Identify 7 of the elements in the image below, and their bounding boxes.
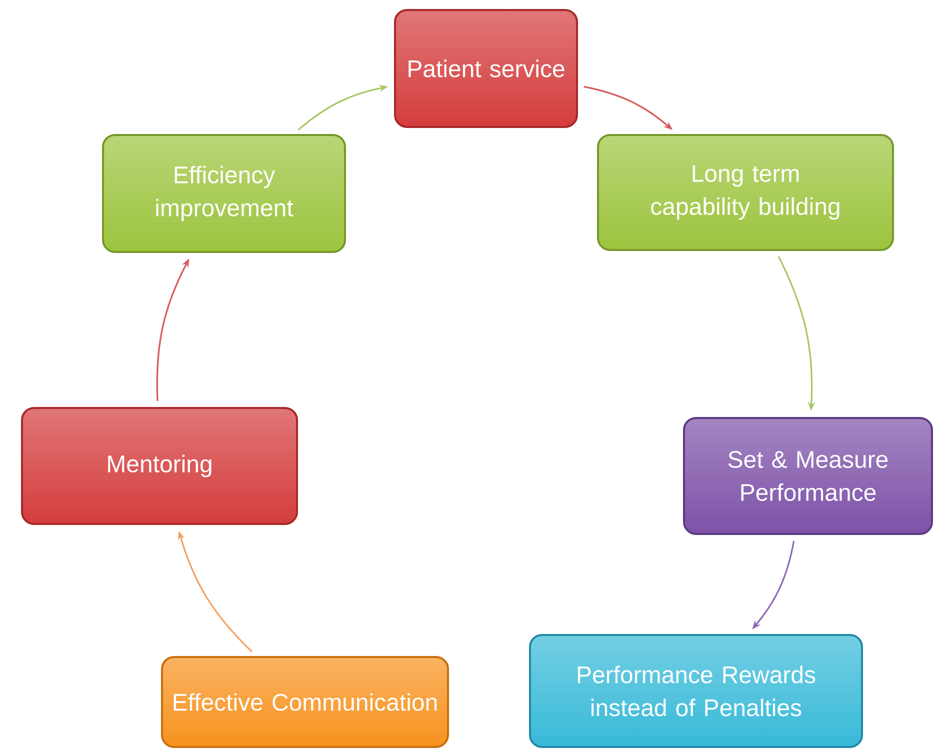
process-box: Long term capability building bbox=[597, 134, 894, 251]
process-box: Set & Measure Performance bbox=[683, 416, 933, 535]
process-box: Efficiency improvement bbox=[102, 134, 346, 253]
process-box: Mentoring bbox=[21, 406, 298, 525]
process-box: Performance Rewards instead of Penalties bbox=[529, 634, 863, 748]
process-box: Effective Communication bbox=[161, 656, 449, 748]
process-box: Patient service bbox=[394, 9, 578, 128]
